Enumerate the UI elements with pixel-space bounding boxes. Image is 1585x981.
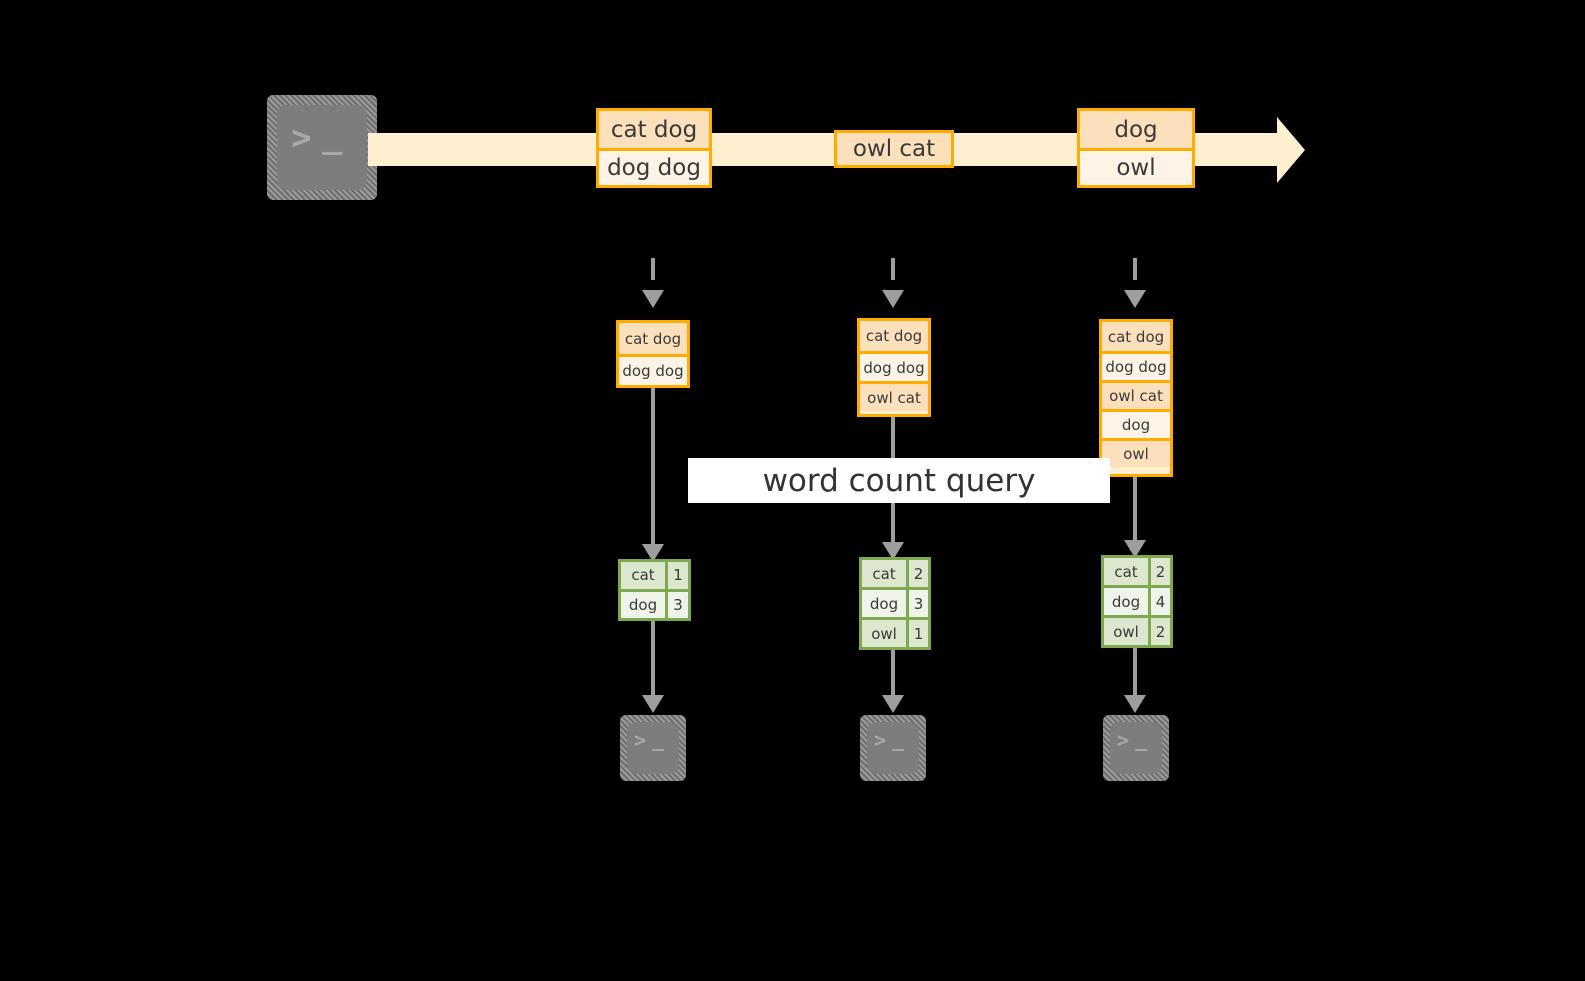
table-row: cat 2 bbox=[862, 560, 928, 587]
stream-tap-arrowhead bbox=[642, 290, 664, 308]
query-connector-arrowhead bbox=[642, 544, 664, 562]
buffer-box[interactable]: cat dog dog dog owl cat dog owl bbox=[1099, 319, 1173, 477]
result-word: cat bbox=[862, 560, 906, 587]
result-word: cat bbox=[1104, 558, 1148, 585]
result-word: dog bbox=[621, 591, 665, 618]
buffer-box[interactable]: cat dog dog dog bbox=[616, 320, 690, 388]
result-count: 2 bbox=[906, 560, 928, 587]
buffer-item: dog dog bbox=[619, 354, 687, 385]
table-row: dog 4 bbox=[1104, 585, 1170, 615]
sink-connector-arrowhead bbox=[642, 695, 664, 713]
terminal-screen: > _ bbox=[1110, 722, 1162, 774]
terminal-cursor-glyph: _ bbox=[652, 727, 666, 751]
stream-arrow-head bbox=[1277, 117, 1305, 183]
buffer-item: cat dog bbox=[860, 321, 928, 351]
stream-event-item: cat dog bbox=[599, 111, 709, 148]
sink-connector-line bbox=[651, 621, 655, 695]
buffer-item: owl cat bbox=[860, 381, 928, 411]
table-row: dog 3 bbox=[621, 588, 688, 618]
buffer-item: dog dog bbox=[860, 351, 928, 381]
stream-tap-line bbox=[1133, 258, 1137, 290]
sink-connector-arrowhead bbox=[882, 695, 904, 713]
table-row: owl 2 bbox=[1104, 615, 1170, 645]
terminal-cursor-glyph: _ bbox=[322, 116, 344, 156]
result-word: dog bbox=[1104, 588, 1148, 615]
sink-connector-arrowhead bbox=[1124, 695, 1146, 713]
result-count: 2 bbox=[1148, 558, 1170, 585]
terminal-cursor-glyph: _ bbox=[892, 727, 906, 751]
buffer-item: owl bbox=[1102, 438, 1170, 467]
stream-tap-line bbox=[651, 258, 655, 290]
query-connector-line bbox=[1133, 477, 1137, 540]
result-count: 4 bbox=[1148, 588, 1170, 615]
result-count: 1 bbox=[906, 620, 928, 647]
buffer-item: cat dog bbox=[1102, 322, 1170, 351]
query-connector-line bbox=[651, 388, 655, 544]
query-connector-arrowhead bbox=[882, 542, 904, 560]
result-table[interactable]: cat 2 dog 4 owl 2 bbox=[1101, 555, 1173, 648]
result-word: dog bbox=[862, 590, 906, 617]
stream-tap-arrowhead bbox=[1124, 290, 1146, 308]
terminal-icon: > _ bbox=[860, 715, 926, 781]
stream-event-item: dog bbox=[1080, 111, 1192, 148]
buffer-item: dog dog bbox=[1102, 351, 1170, 380]
terminal-screen: > _ bbox=[277, 105, 367, 190]
query-label-band: word count query bbox=[688, 458, 1110, 503]
buffer-item: owl cat bbox=[1102, 380, 1170, 409]
stream-event-group[interactable]: cat dog dog dog bbox=[596, 108, 712, 188]
terminal-prompt-glyph: > bbox=[874, 728, 888, 752]
table-row: cat 1 bbox=[621, 562, 688, 589]
result-count: 1 bbox=[665, 562, 688, 589]
terminal-icon: > _ bbox=[620, 715, 686, 781]
terminal-prompt-glyph: > bbox=[291, 118, 313, 158]
terminal-cursor-glyph: _ bbox=[1135, 727, 1149, 751]
stream-event-item: owl cat bbox=[837, 133, 951, 165]
query-connector-arrowhead bbox=[1124, 540, 1146, 558]
result-table[interactable]: cat 2 dog 3 owl 1 bbox=[859, 557, 931, 650]
buffer-box[interactable]: cat dog dog dog owl cat bbox=[857, 318, 931, 417]
stream-event-item: owl bbox=[1080, 148, 1192, 185]
result-word: owl bbox=[1104, 618, 1148, 645]
table-row: owl 1 bbox=[862, 617, 928, 647]
result-word: owl bbox=[862, 620, 906, 647]
terminal-icon: > _ bbox=[1103, 715, 1169, 781]
result-count: 3 bbox=[906, 590, 928, 617]
terminal-prompt-glyph: > bbox=[1117, 728, 1131, 752]
buffer-item: dog bbox=[1102, 409, 1170, 438]
terminal-icon: > _ bbox=[267, 95, 377, 200]
stream-event-group[interactable]: owl cat bbox=[834, 130, 954, 168]
stream-event-group[interactable]: dog owl bbox=[1077, 108, 1195, 188]
stream-tap-arrowhead bbox=[882, 290, 904, 308]
sink-connector-line bbox=[891, 650, 895, 695]
terminal-screen: > _ bbox=[627, 722, 679, 774]
terminal-screen: > _ bbox=[867, 722, 919, 774]
buffer-item: cat dog bbox=[619, 323, 687, 354]
result-word: cat bbox=[621, 562, 665, 589]
result-table[interactable]: cat 1 dog 3 bbox=[618, 559, 691, 621]
table-row: cat 2 bbox=[1104, 558, 1170, 585]
table-row: dog 3 bbox=[862, 587, 928, 617]
stream-tap-line bbox=[891, 258, 895, 290]
result-count: 3 bbox=[665, 591, 688, 618]
terminal-prompt-glyph: > bbox=[634, 728, 648, 752]
sink-connector-line bbox=[1133, 648, 1137, 695]
stream-event-item: dog dog bbox=[599, 148, 709, 185]
result-count: 2 bbox=[1148, 618, 1170, 645]
